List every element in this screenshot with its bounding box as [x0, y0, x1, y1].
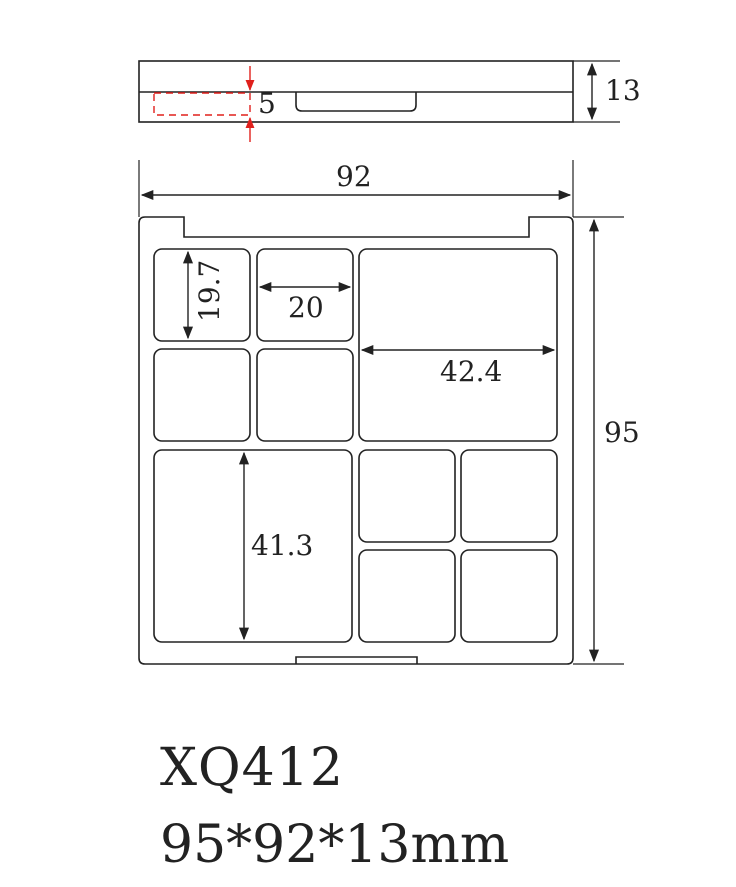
pan-small-1: [153, 248, 251, 342]
dimension-label-42-4: 42.4: [440, 355, 502, 388]
pan-small-7: [358, 549, 456, 643]
top-view: [138, 160, 624, 665]
dimension-label-95: 95: [604, 416, 640, 449]
product-size: 95*92*13mm: [160, 815, 510, 875]
pan-small-5: [358, 449, 456, 543]
dimension-label-41-3: 41.3: [251, 529, 313, 562]
pan-large-top-right: [358, 248, 558, 442]
top-view-latch: [295, 656, 418, 664]
pan-small-2: [256, 248, 354, 342]
pan-tall-bottom-left: [153, 449, 353, 643]
pan-small-8: [460, 549, 558, 643]
recess-outline: [153, 92, 251, 116]
top-view-outline: [138, 216, 574, 665]
pan-small-3: [153, 348, 251, 442]
pan-small-4: [256, 348, 354, 442]
side-view-latch: [295, 92, 417, 112]
side-view: [138, 60, 620, 123]
dimension-label-20: 20: [288, 291, 324, 324]
model-number: XQ412: [160, 738, 344, 798]
dimension-label-13: 13: [605, 74, 641, 107]
dimension-label-5: 5: [258, 87, 276, 120]
dimension-label-92: 92: [336, 160, 372, 193]
recess-indicator: [153, 66, 255, 142]
dimension-label-19-7: 19.7: [193, 260, 226, 322]
pan-small-6: [460, 449, 558, 543]
